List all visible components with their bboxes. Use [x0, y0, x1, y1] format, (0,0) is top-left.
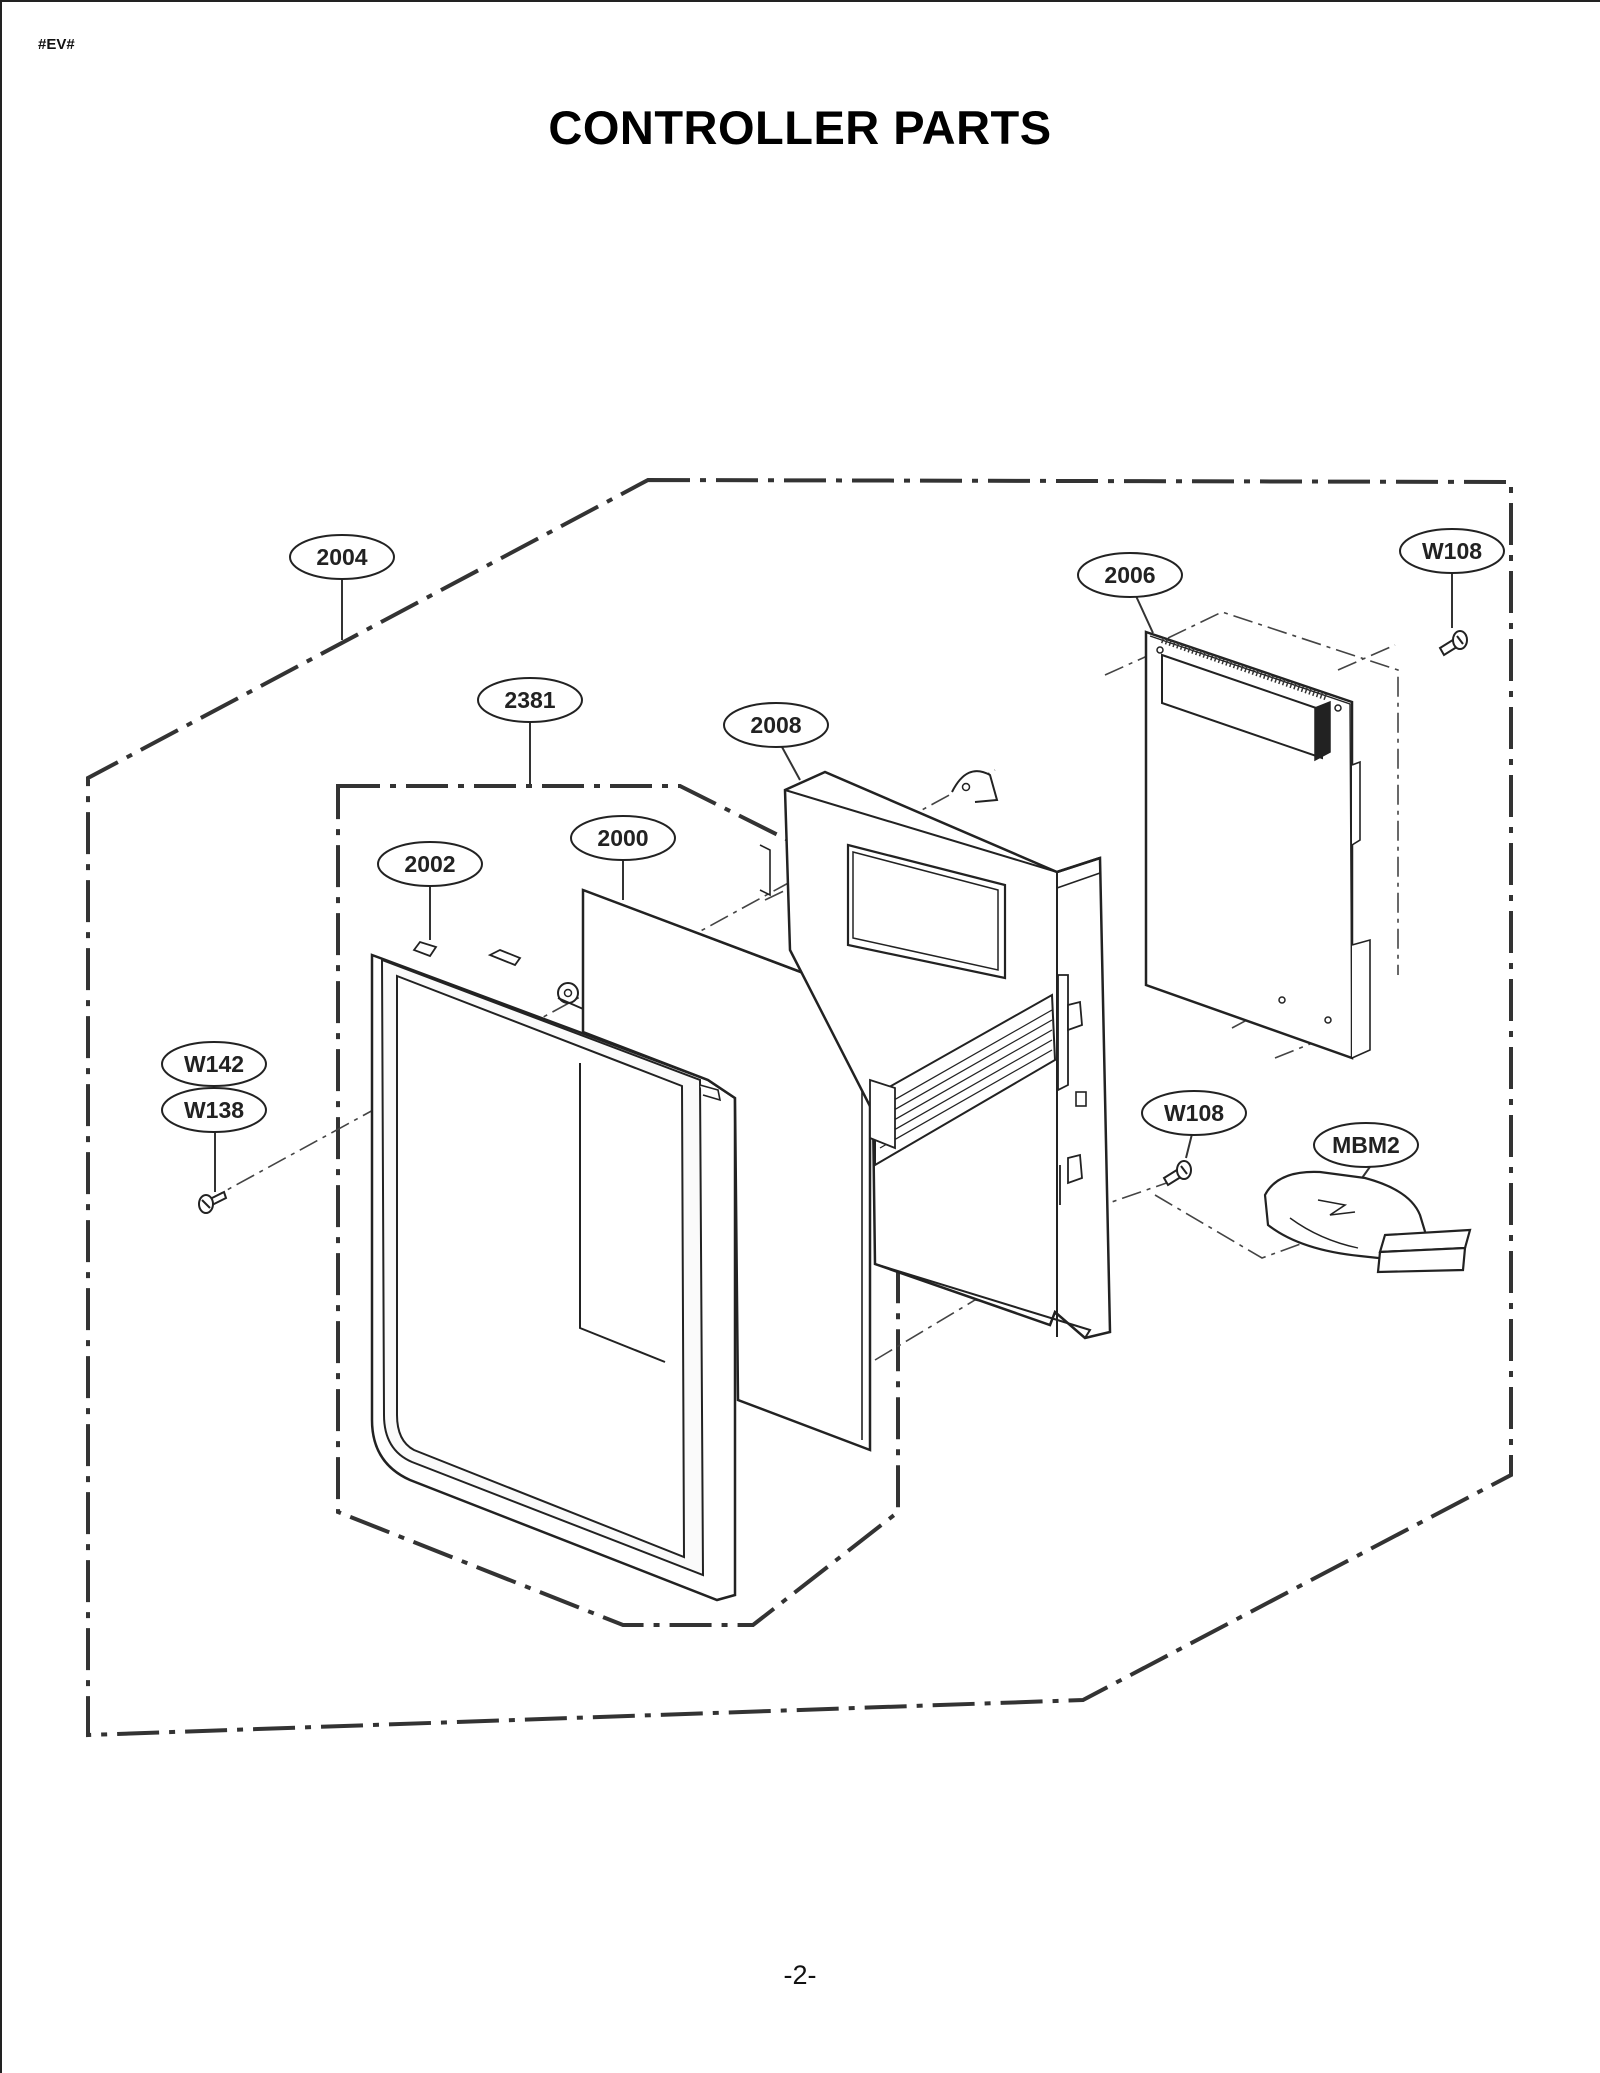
callout-label-2000: 2000	[597, 825, 648, 851]
callout-w108-top: W108	[1399, 528, 1505, 574]
screw-w108-mid	[1162, 1160, 1192, 1187]
callout-2004: 2004	[289, 534, 395, 580]
part-mbm2-cable	[1263, 1170, 1472, 1274]
part-2002-frame	[370, 940, 737, 1602]
callout-label-w142: W142	[184, 1051, 244, 1077]
callout-label-w108-top: W108	[1422, 538, 1482, 564]
screw-w138	[198, 1190, 228, 1214]
callout-label-2381: 2381	[504, 687, 555, 713]
part-2006-pcb	[1144, 630, 1371, 1060]
page-title: CONTROLLER PARTS	[548, 101, 1052, 154]
assembly-boundary-2004	[86, 477, 1513, 1738]
callout-label-w138: W138	[184, 1097, 244, 1123]
callout-2000: 2000	[570, 815, 676, 861]
callout-w138: W138	[161, 1087, 267, 1133]
callout-label-w108-mid: W108	[1164, 1100, 1224, 1126]
callout-w108-mid: W108	[1141, 1090, 1247, 1136]
document-code: #EV#	[38, 36, 75, 53]
callout-2002: 2002	[377, 841, 483, 887]
callout-2381: 2381	[477, 677, 583, 723]
callout-mbm2: MBM2	[1313, 1122, 1419, 1168]
part-2008-housing	[759, 770, 1112, 1340]
page-number: -2-	[783, 1960, 817, 1990]
callout-label-2002: 2002	[404, 851, 455, 877]
callout-label-2004: 2004	[316, 544, 367, 570]
callout-2006: 2006	[1077, 552, 1183, 598]
screw-w108-top	[1438, 630, 1468, 657]
callout-2008: 2008	[723, 702, 829, 748]
assembly-boundary-2381	[336, 784, 900, 1627]
callout-w142: W142	[161, 1041, 267, 1087]
callout-label-mbm2: MBM2	[1332, 1132, 1400, 1158]
callout-label-2006: 2006	[1104, 562, 1155, 588]
callout-label-2008: 2008	[750, 712, 801, 738]
